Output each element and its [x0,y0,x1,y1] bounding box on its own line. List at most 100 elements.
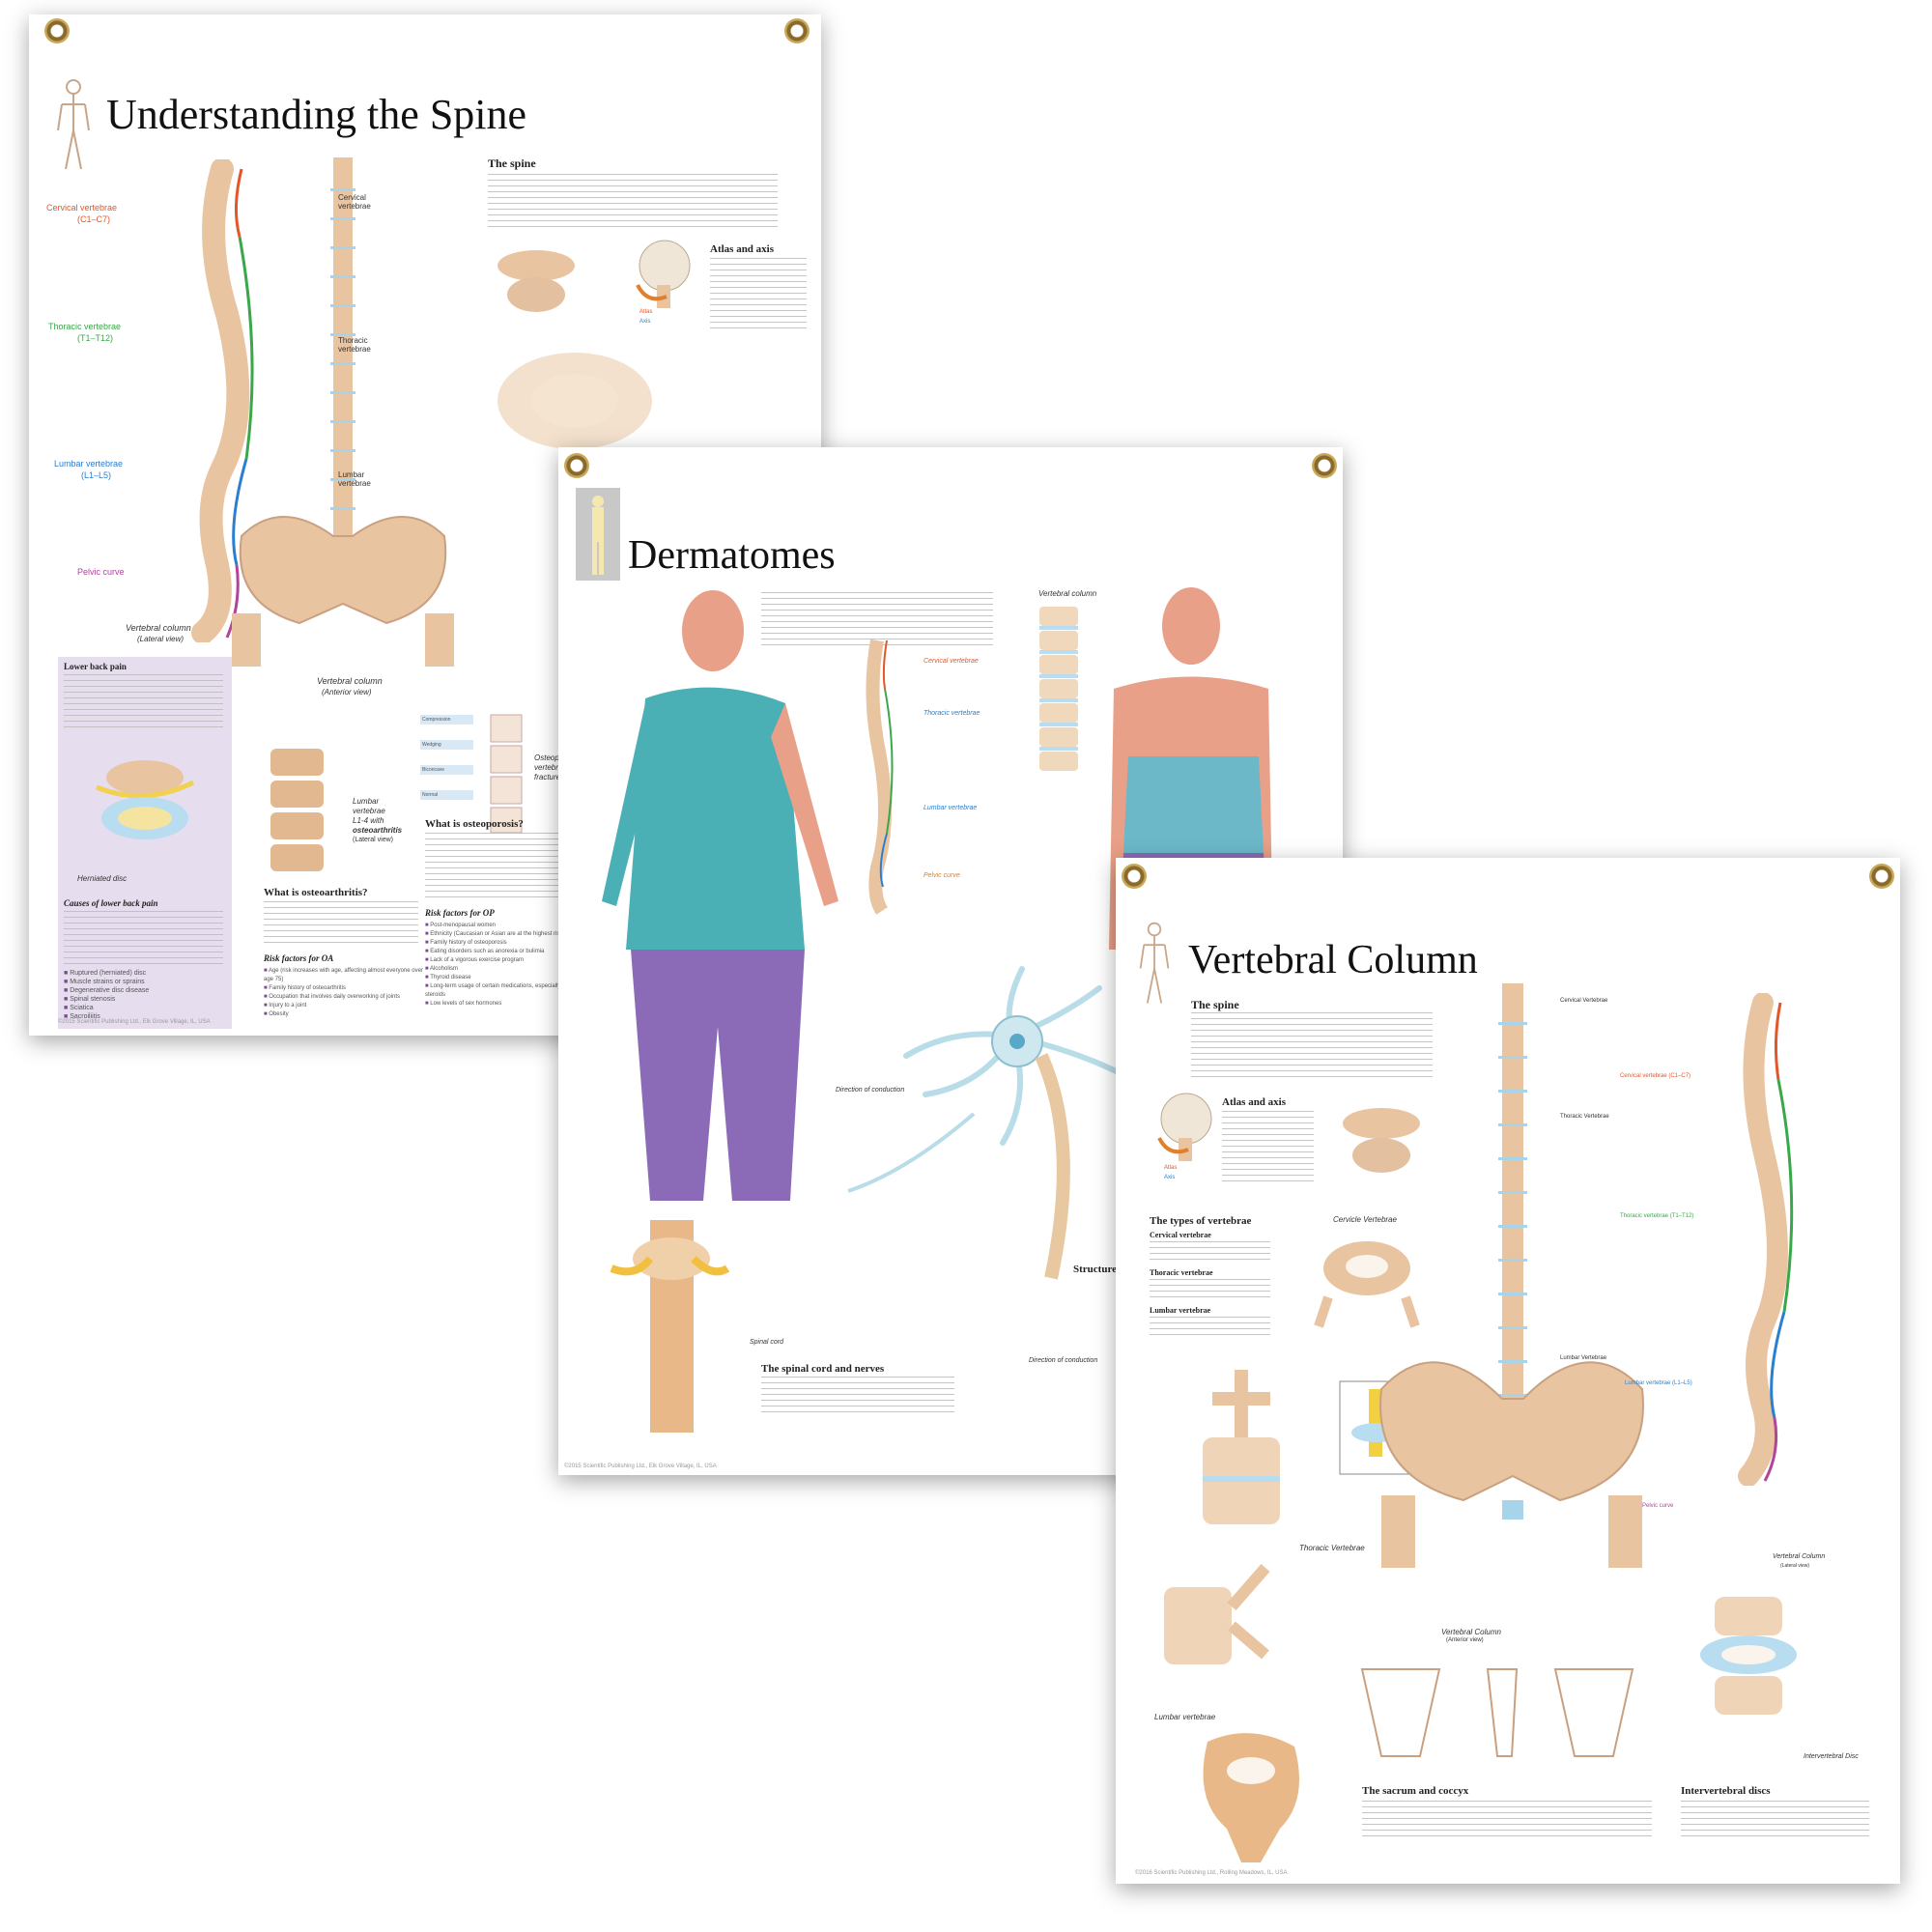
causes-paragraph [64,911,223,964]
label-lumbar-anterior: Lumbar vertebrae [338,470,371,488]
atlas-axis-illustration [1343,1108,1420,1173]
op-paragraph [425,833,580,902]
list-item: Thyroid disease [425,974,580,982]
caption-anterior: Vertebral column [317,676,383,686]
label-pelvic: Pelvic curve [1642,1503,1674,1509]
label-lumbar-anterior: Lumbar Vertebrae [1560,1355,1607,1361]
heading-discs: Intervertebral discs [1681,1785,1771,1797]
discs-paragraph [1681,1801,1869,1841]
fracture-types: Compression Wedging Biconcave Normal [420,715,473,800]
sacrum-coccyx-illustration [1360,1668,1634,1757]
heading-spinal-cord: The spinal cord and nerves [761,1363,885,1375]
list-item: Eating disorders such as anorexia or bul… [425,948,580,956]
label-vertebral-column: Vertebral column [1038,589,1097,598]
spinal-cord-illustration [610,1220,730,1433]
oa-caption-1: Lumbar [353,797,380,806]
oa-risk-list: Age (risk increases with age, affecting … [264,967,423,1019]
intro-paragraph [761,592,993,645]
caption-cervical: Cervicle Vertebrae [1333,1215,1397,1224]
atlas-paragraph [710,258,807,333]
osteoarthritis-illustration [270,749,324,871]
label-atlas: Atlas [1164,1165,1178,1171]
fracture-caption-1: Osteoporotic [534,753,579,762]
cervical-vertebra-illustration [1314,1241,1420,1328]
heading-oa-risks: Risk factors for OA [264,953,334,963]
intervertebral-disc-illustration [1700,1597,1797,1715]
heading-spine: The spine [1191,998,1239,1011]
oa-paragraph [264,901,418,948]
oa-caption-4: osteoarthritis [353,826,403,835]
thoracic-paragraph [1150,1279,1270,1302]
label-herniated-disc: Herniated disc [77,874,128,883]
caption-thoracic: Thoracic Vertebrae [1299,1544,1365,1552]
heading-causes: Causes of lower back pain [64,898,158,908]
fracture-biconcave: Biconcave [420,765,473,775]
label-axis: Axis [639,319,651,325]
herniated-disc-illustration [96,760,195,839]
list-item: Age (risk increases with age, affecting … [264,967,423,984]
skeleton-icon [57,79,90,170]
caption-lateral: Vertebral column [126,623,191,633]
grommet-icon [44,18,70,43]
list-item: Occupation that involves daily overworki… [264,993,423,1002]
label-thoracic-range: (T1–T12) [77,333,114,343]
heading-osteoarthritis: What is osteoarthritis? [264,887,368,898]
poster-title: Vertebral Column [1188,938,1478,982]
poster-title: Dermatomes [628,533,836,578]
caption-anterior-sub: (Anterior view) [322,688,372,696]
label-thoracic-anterior: Thoracic Vertebrae [1560,1114,1609,1120]
front-body-illustration [602,590,838,1201]
label-direction-2: Direction of conduction [1029,1357,1098,1364]
caption-column-lateral: Vertebral Column [1773,1553,1826,1560]
grommet-icon [1122,864,1147,889]
heading-types: The types of vertebrae [1150,1215,1252,1227]
poster-vertebral-column: Vertebral Column The spine Atlas Axis At… [1116,858,1900,1884]
oa-caption-2: vertebrae [353,807,385,815]
list-item: Sciatica [64,1004,149,1012]
spine-paragraph [1191,1012,1433,1080]
copyright: ©2016 Scientific Publishing Ltd., Rollin… [1135,1870,1288,1876]
thoracic-vertebra-illustration [1203,1370,1280,1524]
list-item: Family history of osteoporosis [425,939,580,948]
list-item: Ethnicity (Caucasian or Asian are at the… [425,930,580,939]
thoracic-lateral-illustration [1164,1564,1270,1664]
skeleton-icon [1139,922,1170,1004]
label-atlas: Atlas [639,309,653,315]
lateral-spine-small [866,639,894,915]
label-thoracic: Thoracic vertebrae (T1–T12) [1620,1213,1694,1219]
op-risk-list: Post-menopausal women Ethnicity (Caucasi… [425,922,580,1009]
label-direction-1: Direction of conduction [836,1087,905,1094]
list-item: Family history of osteoarthritis [264,984,423,993]
type-thoracic: Thoracic vertebrae [1150,1268,1213,1277]
label-lumbar: Lumbar vertebrae [923,805,978,811]
lower-back-paragraph [64,674,223,730]
label-lumbar-range: (L1–L5) [81,470,112,480]
heading-atlas-axis: Atlas and axis [1222,1096,1287,1108]
list-item: Obesity [264,1010,423,1019]
grommet-icon [784,18,810,43]
spinal-cord-paragraph [761,1377,954,1417]
oa-caption-5: (Lateral view) [353,837,394,843]
list-item: Post-menopausal women [425,922,580,930]
fracture-normal: Normal [420,790,473,800]
neuron-illustration [847,966,1160,1280]
list-item: Sacroiliitis [64,1012,149,1021]
fracture-wedging: Wedging [420,740,473,750]
list-item: Low levels of sex hormones [425,1000,580,1009]
label-thoracic: Thoracic vertebrae [923,710,980,717]
poster-title: Understanding the Spine [106,91,527,138]
caption-column: Vertebral Column [1441,1628,1501,1636]
skull-icon [636,240,691,308]
osteoporosis-illustration [490,714,523,834]
label-thoracic: Thoracic vertebrae [48,322,122,331]
label-axis: Axis [1164,1175,1176,1180]
heading-sacrum: The sacrum and coccyx [1362,1785,1469,1797]
list-item: Alcoholism [425,965,580,974]
lateral-spine-illustration [191,159,254,642]
vertebra-top-illustration [497,353,652,449]
label-cervical: Cervical vertebrae [923,658,979,665]
list-item: Lack of a vigorous exercise program [425,956,580,965]
dermatome-figure-icon [576,488,620,581]
caption-column-sub: (Anterior view) [1446,1637,1484,1643]
list-item: Ruptured (herniated) disc [64,969,149,978]
